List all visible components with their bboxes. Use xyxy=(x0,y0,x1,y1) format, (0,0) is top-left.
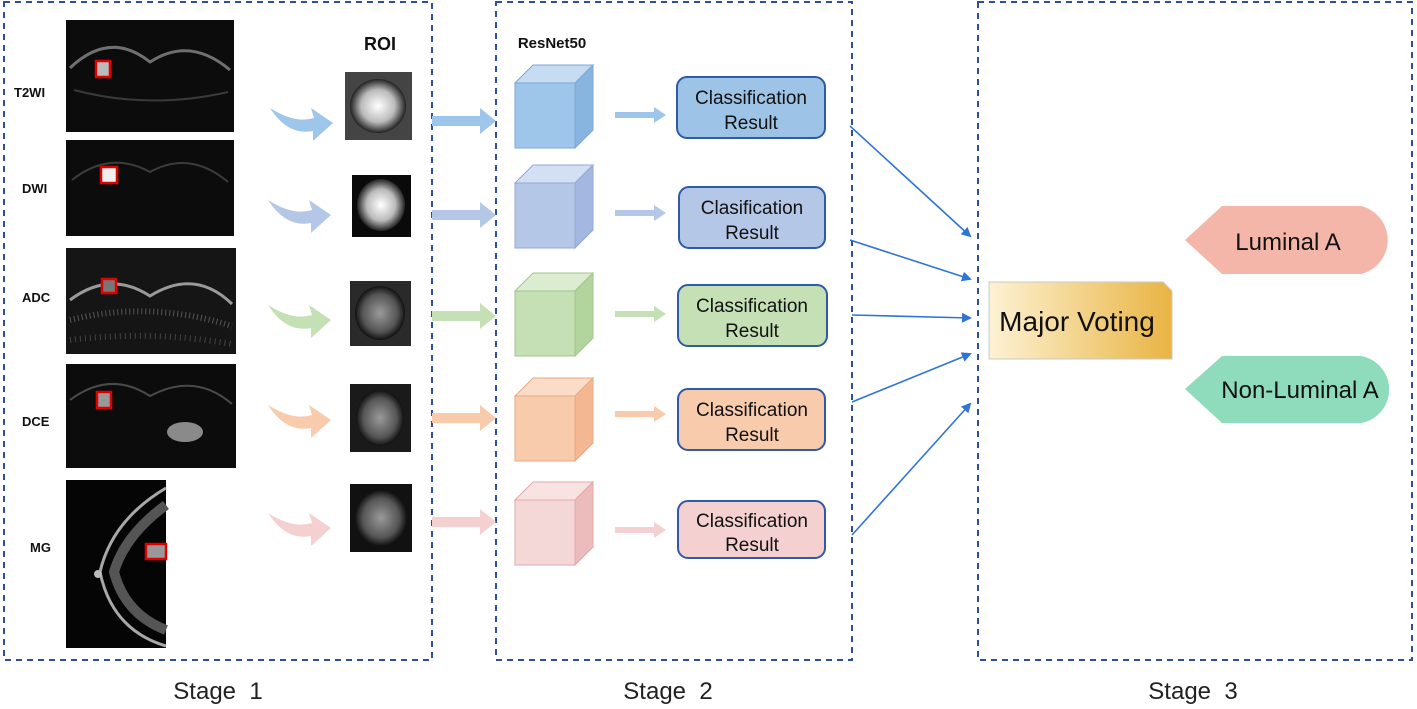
classification-result-t2wi: Classification Result xyxy=(676,76,826,139)
roi-patch-t2wi xyxy=(345,72,412,140)
arrow-result-to-voting-dce xyxy=(851,352,972,403)
outcome-non-luminal-a: Non-Luminal A xyxy=(1185,356,1390,423)
stage-1-box xyxy=(3,1,433,661)
resnet-cube-dwi xyxy=(513,163,595,250)
curved-arrow-adc xyxy=(268,305,331,338)
arrow-cube-to-result-adc xyxy=(615,306,666,322)
stage-3-label: Stage 3 xyxy=(1148,678,1237,705)
arrow-cube-to-result-mg xyxy=(615,522,666,538)
roi-patch-mg xyxy=(350,484,412,552)
resnet-cube-mg xyxy=(513,480,595,567)
roi-patch-adc xyxy=(350,281,411,346)
resnet-header: ResNet50 xyxy=(518,35,586,52)
mg-image xyxy=(66,480,169,648)
modality-label-dce: DCE xyxy=(22,414,50,429)
major-voting-box: Major Voting xyxy=(988,281,1173,360)
roi-patch-dce xyxy=(350,384,411,452)
modality-label-dwi: DWI xyxy=(22,181,47,196)
result-line2: Result xyxy=(725,425,780,446)
result-line2: Result xyxy=(724,113,779,134)
arrow-result-to-voting-dwi xyxy=(849,239,972,282)
result-line1: Classification xyxy=(696,511,808,532)
mri-image-dce xyxy=(66,364,236,468)
mri-image-adc xyxy=(66,248,236,354)
stage-3-box xyxy=(977,1,1413,661)
curved-arrow-mg xyxy=(268,513,331,546)
arrow-roi-to-cube-mg xyxy=(432,509,496,535)
mri-image-dwi xyxy=(66,140,234,236)
stage-1-label: Stage 1 xyxy=(173,678,262,705)
resnet-cube-dce xyxy=(513,376,595,463)
major-voting-label: Major Voting xyxy=(999,306,1155,337)
arrow-roi-to-cube-adc xyxy=(432,303,496,329)
outcome-luminal-a-label: Luminal A xyxy=(1235,229,1340,256)
resnet-cube-t2wi xyxy=(513,63,595,150)
modality-label-t2wi: T2WI xyxy=(14,85,45,100)
result-line2: Result xyxy=(725,321,780,342)
arrow-cube-to-result-t2wi xyxy=(615,107,666,123)
stage-2-label: Stage 2 xyxy=(623,678,712,705)
result-line2: Result xyxy=(725,535,780,556)
result-line1: Classification xyxy=(696,400,808,421)
mri-image-t2wi xyxy=(66,20,234,132)
arrow-cube-to-result-dwi xyxy=(615,205,666,221)
classification-result-adc: Classification Result xyxy=(677,284,828,347)
classification-result-dwi: Clasification Result xyxy=(678,186,826,249)
arrow-roi-to-cube-dwi xyxy=(432,202,496,228)
stage-2-box xyxy=(495,1,853,661)
result-line1: Classification xyxy=(695,88,807,109)
arrow-cube-to-result-dce xyxy=(615,406,666,422)
result-line2: Result xyxy=(725,223,780,244)
arrow-roi-to-cube-dce xyxy=(432,405,496,431)
arrow-result-to-voting-t2wi xyxy=(849,125,972,238)
arrow-result-to-voting-adc xyxy=(851,312,972,323)
curved-arrow-t2wi xyxy=(270,108,333,141)
curved-arrow-dce xyxy=(268,405,331,438)
classification-result-mg: Classification Result xyxy=(677,500,826,559)
classification-result-dce: Classification Result xyxy=(677,388,826,451)
roi-patch-dwi xyxy=(352,175,411,237)
modality-label-adc: ADC xyxy=(22,290,51,305)
arrow-roi-to-cube-t2wi xyxy=(432,108,496,134)
resnet-cube-adc xyxy=(513,271,595,358)
outcome-non-luminal-a-label: Non-Luminal A xyxy=(1221,377,1378,404)
modality-label-mg: MG xyxy=(30,540,51,555)
roi-header: ROI xyxy=(364,34,396,54)
result-line1: Classification xyxy=(696,296,808,317)
curved-arrow-dwi xyxy=(268,200,331,233)
result-line1: Clasification xyxy=(701,198,803,219)
outcome-luminal-a: Luminal A xyxy=(1185,206,1388,274)
arrow-result-to-voting-mg xyxy=(851,402,972,536)
